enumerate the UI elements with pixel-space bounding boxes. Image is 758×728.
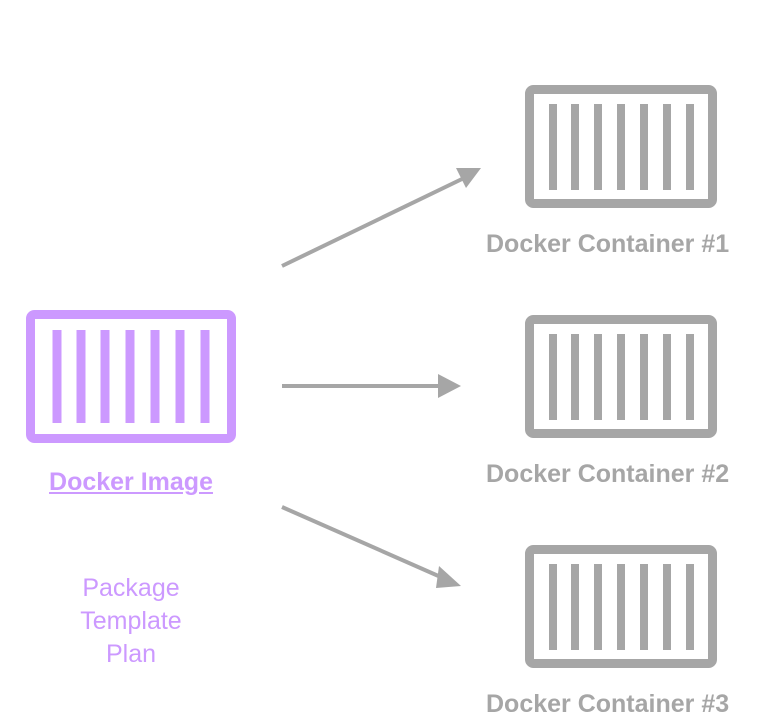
arrow-to-container-2 xyxy=(282,374,461,398)
container-2-label: Docker Container #2 xyxy=(486,460,730,488)
description-line: Package xyxy=(82,574,180,602)
container-3-label: Docker Container #3 xyxy=(486,690,730,718)
container-1-icon xyxy=(525,85,717,208)
description-line: Plan xyxy=(105,640,157,668)
description-line: Template xyxy=(80,607,182,635)
image-description: Package Template Plan xyxy=(26,572,236,671)
container-1-label: Docker Container #1 xyxy=(486,230,730,258)
docker-image-link[interactable]: Docker Image xyxy=(49,468,213,496)
container-2-icon xyxy=(525,315,717,438)
arrow-to-container-3 xyxy=(281,505,461,588)
container-3-icon xyxy=(525,545,717,668)
docker-image-icon xyxy=(26,310,236,443)
arrow-to-container-1 xyxy=(281,168,481,268)
